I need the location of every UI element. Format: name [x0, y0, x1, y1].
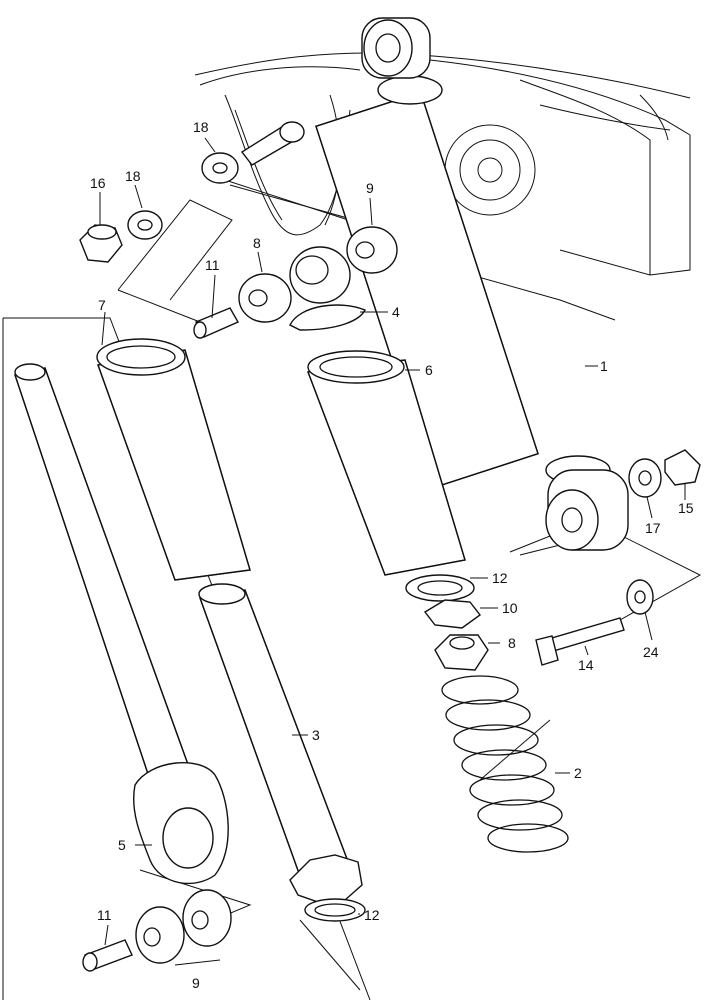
callout-18-top: 18	[193, 119, 209, 135]
callout-5: 5	[118, 837, 126, 853]
frame-outline	[194, 52, 691, 321]
part-5-damper-body	[14, 363, 229, 885]
callout-4: 4	[392, 304, 400, 320]
callout-3: 3	[312, 727, 320, 743]
callout-1: 1	[600, 358, 608, 374]
callout-12-top: 12	[492, 570, 508, 586]
callout-8-lower: 8	[508, 635, 516, 651]
callout-16: 16	[90, 175, 106, 191]
callout-18-left: 18	[125, 168, 141, 184]
part-2-spring	[441, 675, 569, 853]
hardware-parts	[79, 121, 701, 972]
callout-15: 15	[678, 500, 694, 516]
callout-10: 10	[502, 600, 518, 616]
part-3-inner-tube	[198, 583, 363, 903]
leader-lines	[99, 137, 686, 966]
callout-12-lower: 12	[364, 907, 380, 923]
callout-2: 2	[574, 765, 582, 781]
callout-24: 24	[643, 644, 659, 660]
callout-7: 7	[98, 297, 106, 313]
callout-11-top: 11	[205, 257, 220, 273]
callout-8-top: 8	[253, 235, 261, 251]
part-7-outer-cover	[96, 338, 251, 581]
part-6-dust-cover	[307, 350, 466, 576]
part-4-bracket	[289, 304, 366, 331]
callout-6: 6	[425, 362, 433, 378]
callout-labels: 1 2 3 4 5 6 7 8 8 9 9 10 11 11 12 12 14 …	[90, 119, 694, 991]
callout-17: 17	[645, 520, 661, 536]
part-1-shock-absorber	[315, 17, 629, 551]
callout-9-top: 9	[366, 180, 374, 196]
callout-14: 14	[578, 657, 594, 673]
callout-9-lower: 9	[192, 975, 200, 991]
callout-11-lower: 11	[97, 907, 112, 923]
